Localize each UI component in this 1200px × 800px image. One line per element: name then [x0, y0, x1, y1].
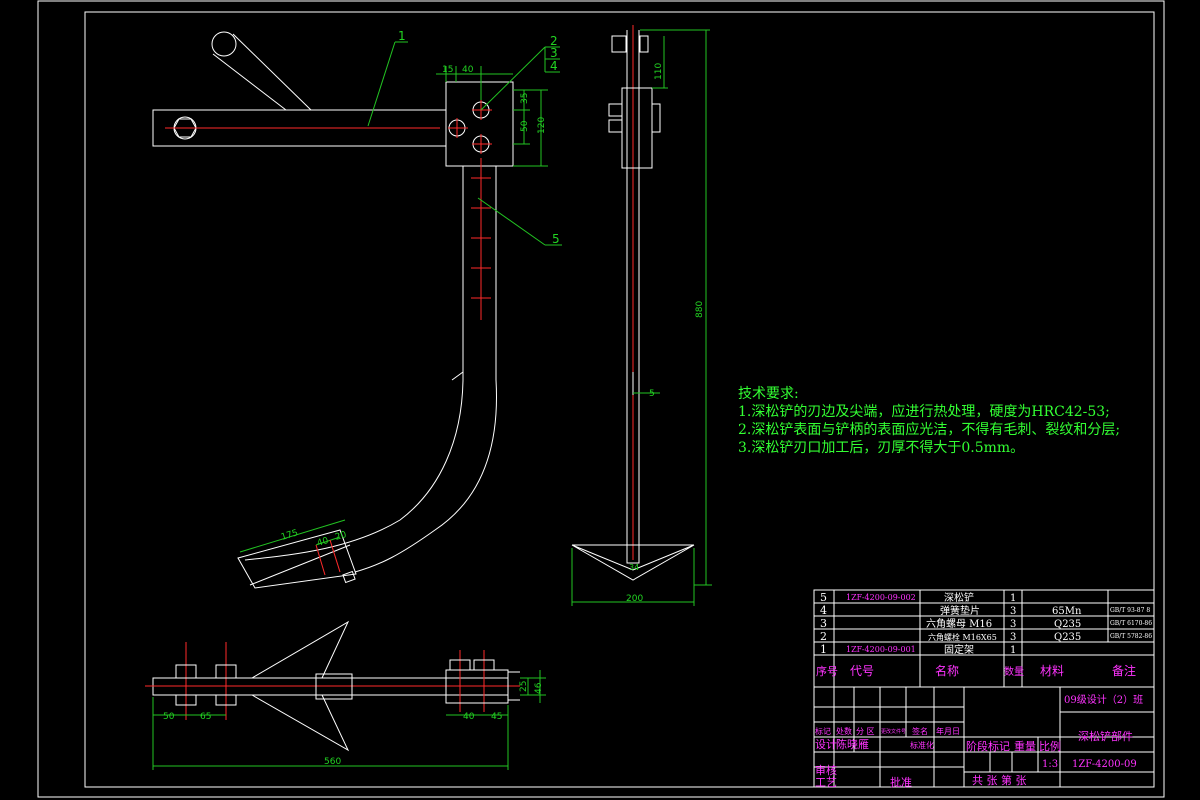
dim-5: 5 — [649, 389, 655, 399]
dim-plan-50: 50 — [163, 712, 175, 722]
title-block: 标记 处数 分 区 更改文件号 签名 年月日 设计 陈晓雁 标准化 审核 工艺 … — [813, 686, 1155, 789]
bom-row-2-no: 2 — [820, 630, 827, 643]
designer-label: 设计 — [815, 738, 837, 751]
bom-row-3-material: Q235 — [1054, 619, 1081, 630]
sheets-label: 共 张 第 张 — [972, 773, 1027, 787]
bom-row-1-code: 1ZF-4200-09-001 — [846, 645, 916, 654]
bom-row-4-qty: 3 — [1010, 606, 1016, 617]
dim-plan-45: 45 — [491, 712, 502, 722]
dim-15: 15 — [442, 65, 453, 75]
standard-label: 标准化 — [910, 740, 934, 750]
bom-row-4-name: 弹簧垫片 — [940, 604, 980, 617]
bom-row-3-note: GB/T 6170-86 — [1110, 620, 1152, 627]
plan-wing-upper — [250, 620, 350, 679]
drawing-number: 1ZF-4200-09 — [1072, 759, 1137, 770]
bom-header-name: 名称 — [935, 663, 959, 678]
process-label: 工艺 — [815, 776, 837, 789]
school-class: 09级设计（2）班 — [1064, 693, 1143, 706]
dim-35: 35 — [520, 93, 530, 104]
bom-header-qty: 数量 — [1004, 665, 1024, 678]
dim-plan-40: 40 — [463, 712, 475, 722]
rev-label-sign: 签名 — [912, 726, 928, 736]
bom-row-1-qty: 1 — [1010, 645, 1016, 656]
blade-inner-curve — [244, 379, 464, 561]
plan-wing-lower — [250, 694, 350, 752]
bom-table: 5 1ZF-4200-09-002 深松铲 1 4 弹簧垫片 3 65Mn GB… — [813, 589, 1155, 688]
bom-row-1-name: 固定架 — [944, 643, 974, 656]
side-view — [571, 25, 695, 581]
scale-label: 比例 — [1039, 739, 1061, 753]
notes-line-2: 2.深松铲表面与铲柄的表面应光洁，不得有毛刺、裂纹和分层; — [738, 421, 1120, 438]
bom-header-material: 材料 — [1040, 664, 1064, 678]
bom-row-2-material: Q235 — [1054, 632, 1081, 643]
dim-40: 40 — [462, 65, 474, 75]
dim-plan-25: 25 — [519, 681, 529, 692]
bom-row-5-no: 5 — [820, 591, 827, 604]
balloon-4: 4 — [550, 59, 558, 73]
notes-line-3: 3.深松铲刃口加工后，刃厚不得大于0.5mm。 — [738, 439, 1024, 456]
dim-120: 120 — [537, 117, 547, 134]
plan-view — [145, 620, 520, 752]
bom-row-2-qty: 3 — [1010, 632, 1016, 643]
rev-label-date: 年月日 — [936, 726, 960, 736]
balloon-5: 5 — [552, 232, 560, 246]
bom-row-5-qty: 1 — [1010, 593, 1016, 604]
side-view-dimensions: 110 880 5 34 200 — [571, 29, 712, 606]
bom-header-note: 备注 — [1112, 663, 1136, 678]
dim-880: 880 — [695, 301, 705, 318]
clamp-block — [445, 81, 514, 167]
technical-requirements: 技术要求: 1.深松铲的刃边及尖端，应进行热处理，硬度为HRC42-53; 2.… — [738, 386, 1120, 456]
bom-row-3-qty: 3 — [1010, 619, 1016, 630]
check-label: 审核 — [815, 763, 837, 777]
dim-plan-560: 560 — [324, 757, 341, 767]
dim-175: 175 — [280, 528, 299, 543]
bom-row-2-name: 六角螺栓 M16X65 — [928, 632, 997, 642]
dim-tip-20: 20 — [334, 530, 348, 543]
dim-tip-40: 40 — [316, 536, 330, 549]
balloon-2: 2 — [550, 34, 558, 48]
bom-row-4-material: 65Mn — [1052, 606, 1082, 617]
notes-title: 技术要求: — [738, 386, 799, 402]
dim-34: 34 — [629, 563, 639, 572]
sheet-outer-border — [37, 0, 1165, 798]
dim-plan-46: 46 — [534, 682, 544, 694]
rev-label-mark: 标记 — [815, 726, 831, 736]
dim-110: 110 — [654, 63, 664, 80]
bom-row-3-name: 六角螺母 M16 — [926, 618, 992, 630]
front-view — [152, 31, 514, 589]
plan-view-dimensions: 50 65 40 45 25 46 560 — [152, 670, 546, 770]
part-balloons: 1 2 3 4 5 — [367, 29, 562, 246]
notes-line-1: 1.深松铲的刃边及尖端，应进行热处理，硬度为HRC42-53; — [738, 403, 1110, 420]
dim-200: 200 — [626, 594, 643, 604]
bom-header-no: 序号 — [816, 664, 838, 678]
approve-label: 批准 — [890, 775, 912, 789]
rev-label-count: 处数 — [836, 726, 852, 736]
rev-label-zone: 分 区 — [856, 727, 875, 736]
balloon-1: 1 — [398, 29, 406, 43]
weight-label: 重量 — [1014, 739, 1036, 753]
scale-value: 1:3 — [1042, 759, 1058, 770]
front-view-dimensions: 15 40 35 50 120 175 40 20 — [239, 65, 548, 576]
drawing-name: 深松铲部件 — [1078, 729, 1133, 743]
bom-row-4-note: GB/T 93-87 8 — [1110, 607, 1150, 614]
blade-outer-curve — [354, 379, 497, 573]
bom-row-2-note: GB/T 5782-86 — [1110, 633, 1152, 640]
brace-pivot-hole — [211, 31, 237, 57]
bom-row-5-name: 深松铲 — [944, 591, 974, 604]
bom-row-4-no: 4 — [820, 604, 827, 617]
sheet-inner-border — [84, 11, 1155, 788]
shovel-tip — [237, 529, 357, 589]
bom-row-5-code: 1ZF-4200-09-002 — [846, 593, 916, 602]
bom-header-code: 代号 — [850, 664, 874, 678]
rev-label-doc: 更改文件号 — [881, 728, 906, 735]
dim-plan-65: 65 — [200, 712, 211, 722]
balloon-3: 3 — [550, 46, 558, 60]
bom-row-1-no: 1 — [820, 643, 827, 656]
bom-row-3-no: 3 — [820, 617, 827, 630]
dim-50: 50 — [520, 120, 530, 132]
designer-name: 陈晓雁 — [836, 737, 869, 751]
stage-label: 阶段标记 — [966, 739, 1010, 753]
